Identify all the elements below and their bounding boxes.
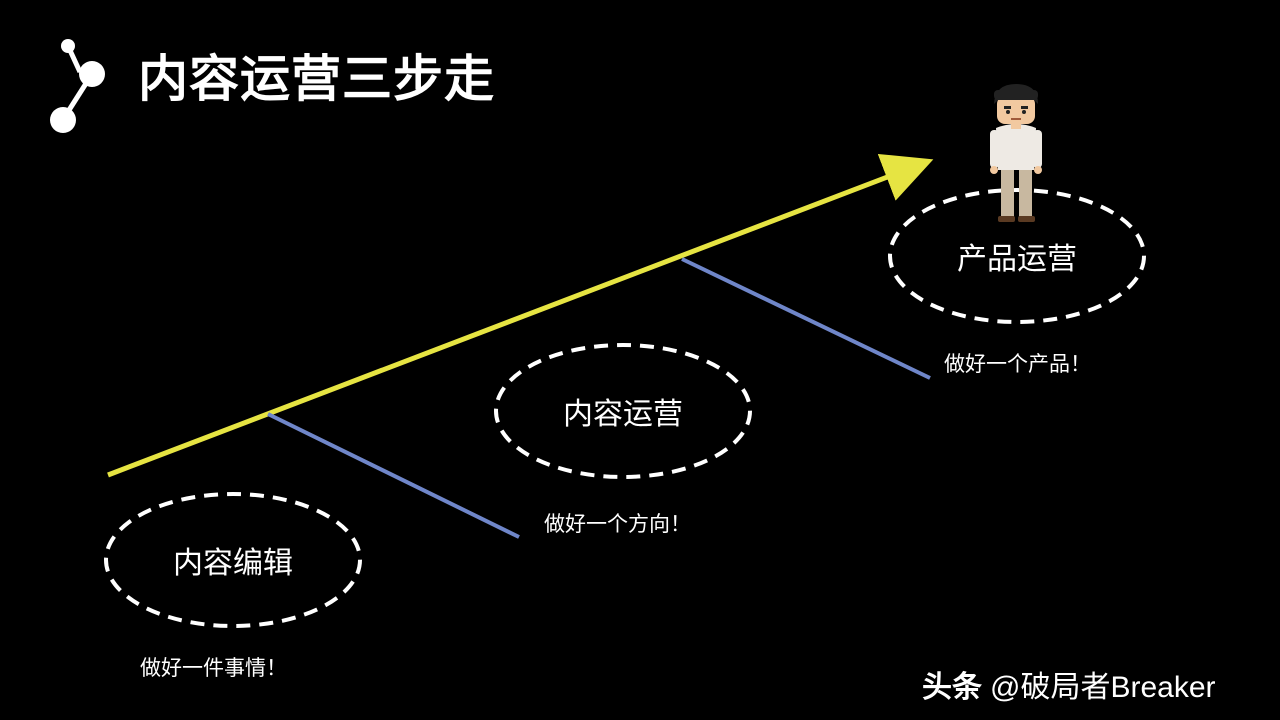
step-subtitle-product-operation: 做好一个产品！: [944, 352, 1091, 376]
step-subtitle-content-operation: 做好一个方向！: [544, 512, 691, 536]
step-label-content-operation: 内容运营: [563, 397, 683, 432]
step-subtitle-content-editing: 做好一件事情！: [140, 656, 287, 680]
page-title: 内容运营三步走: [138, 50, 495, 108]
watermark: 头条@破局者Breaker: [922, 662, 1216, 706]
molecule-nodes-icon: [50, 39, 105, 133]
step-ellipse: [494, 343, 752, 479]
step-label-product-operation: 产品运营: [957, 242, 1077, 277]
cartoon-man-icon: [990, 84, 1042, 222]
watermark-handle: @破局者Breaker: [990, 671, 1216, 704]
step-ellipse: [104, 492, 362, 628]
connector-line: [681, 257, 931, 380]
progress-arrow: [107, 153, 934, 478]
connector-line: [267, 412, 520, 539]
step-ellipse: [888, 188, 1146, 324]
step-label-content-editing: 内容编辑: [173, 546, 293, 581]
watermark-brand: 头条: [922, 671, 982, 704]
